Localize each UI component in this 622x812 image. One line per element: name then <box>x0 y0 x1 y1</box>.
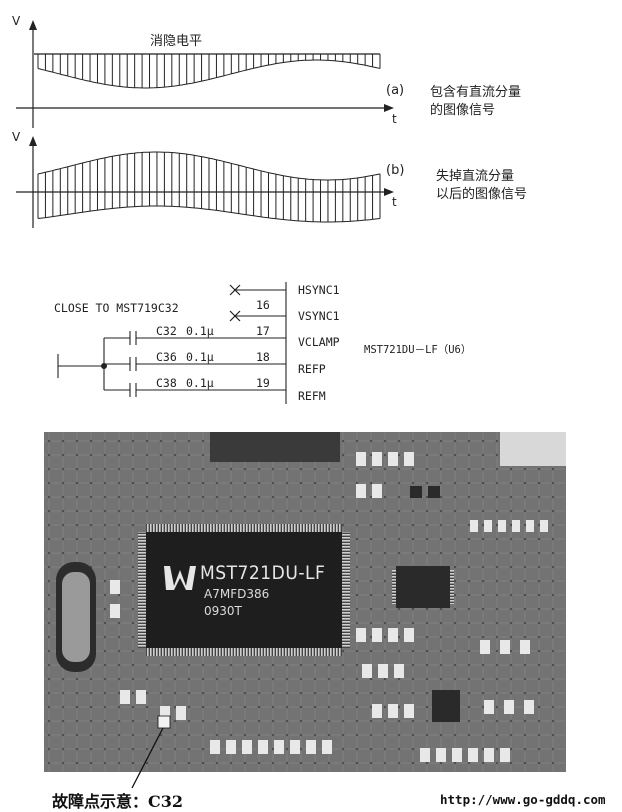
fault-component-c32 <box>157 715 171 729</box>
schematic-wiring <box>57 282 287 404</box>
cap-c32-value: 0.1μ <box>186 324 214 338</box>
source-url: http://www.go-gddq.com <box>440 792 606 807</box>
wave-b-envelope-bot <box>37 205 381 223</box>
pin-18-label: 18 <box>256 350 270 364</box>
signal-refm: REFM <box>298 389 326 403</box>
pin-16-label: 16 <box>256 298 270 312</box>
schematic-note: CLOSE TO MST719C32 <box>54 301 179 315</box>
wave-b-signal <box>37 151 381 223</box>
wave-a-signal <box>37 54 381 89</box>
signal-refp: REFP <box>298 362 326 376</box>
blanking-level-label: 消隐电平 <box>150 34 203 49</box>
pcb-photo <box>44 432 566 789</box>
wave-b-envelope-top <box>37 151 381 181</box>
pin-19-label: 19 <box>256 376 270 390</box>
signal-vclamp: VCLAMP <box>298 335 340 349</box>
fault-caption: 故障点示意：C32 <box>52 792 184 811</box>
cap-c38-value: 0.1μ <box>186 376 214 390</box>
wave-a-t-axis-label: t <box>392 112 397 126</box>
wave-b-desc-line2: 以后的图像信号 <box>436 187 528 202</box>
junction-dot <box>101 363 107 369</box>
cap-c36-value: 0.1μ <box>186 350 214 364</box>
signal-hsync1: HSYNC1 <box>298 283 340 297</box>
cap-c36-ref: C36 <box>156 350 177 364</box>
wave-b-desc-line1: 失掉直流分量 <box>436 169 515 184</box>
wave-a-tag: (a) <box>386 83 405 98</box>
main-chip <box>146 532 342 648</box>
signal-vsync1: VSYNC1 <box>298 309 340 323</box>
wave-a-desc-line1: 包含有直流分量 <box>430 85 522 100</box>
chip-marking-part: MST721DU-LF <box>200 562 326 584</box>
chip-reference-label: MST721DU－LF（U6） <box>364 344 472 356</box>
wave-b-t-axis-label: t <box>392 195 397 209</box>
pin-17-label: 17 <box>256 324 270 338</box>
wave-b-tag: (b) <box>386 163 405 178</box>
wave-b-v-axis-label: V <box>12 130 21 144</box>
cap-c32-ref: C32 <box>156 324 177 338</box>
cap-c38-ref: C38 <box>156 376 177 390</box>
fault-pointer-line <box>131 725 165 789</box>
chip-logo <box>164 566 196 590</box>
wave-a-envelope <box>37 59 381 89</box>
no-connect-marks <box>229 284 241 322</box>
wave-a-axes <box>16 20 394 128</box>
wave-a-v-axis-label: V <box>12 14 21 28</box>
chip-marking-date: 0930T <box>204 604 242 618</box>
wave-a-desc-line2: 的图像信号 <box>430 103 496 118</box>
chip-marking-lot: A7MFD386 <box>204 587 270 601</box>
